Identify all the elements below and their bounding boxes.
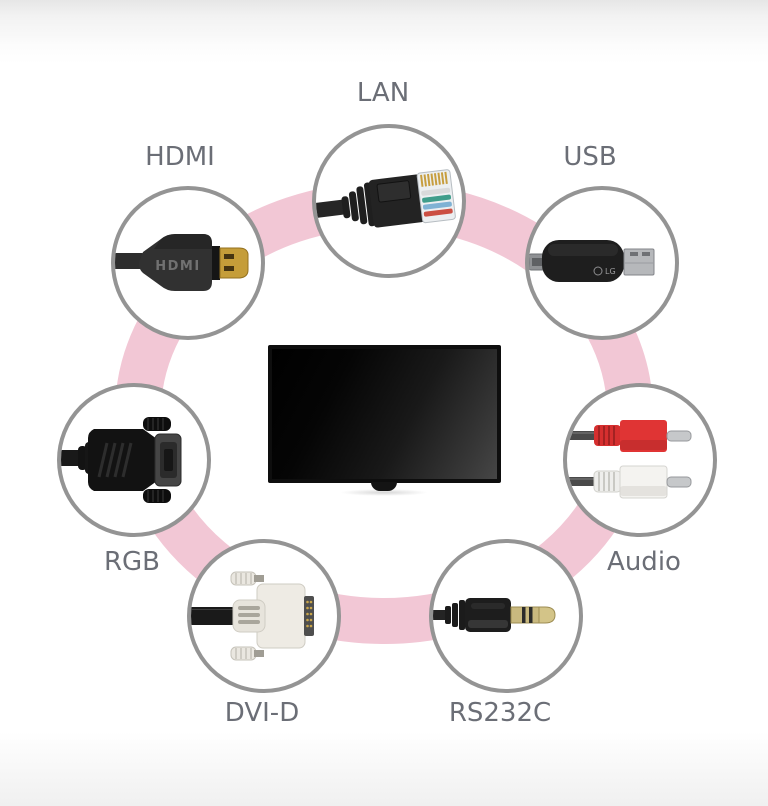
audio-rca-connector-icon	[567, 420, 692, 499]
label-rs232c: RS232C	[448, 698, 552, 728]
node-circle-usb: LG	[525, 186, 679, 340]
node-circle-rgb	[57, 383, 211, 537]
hdmi-connector-icon: HDMI	[115, 234, 249, 291]
display-shadow	[340, 489, 428, 496]
lan-connector-icon	[316, 169, 456, 228]
node-circle-hdmi: HDMI	[111, 186, 265, 340]
dvi-connector-icon	[191, 571, 314, 661]
display-monitor	[268, 345, 501, 483]
label-usb: USB	[563, 142, 617, 172]
node-circle-rs232c	[429, 539, 583, 693]
node-circle-lan	[312, 124, 466, 278]
label-audio: Audio	[607, 547, 681, 577]
label-lan: LAN	[356, 78, 410, 108]
label-rgb: RGB	[103, 547, 161, 577]
display-stand	[371, 482, 397, 491]
rgb-vga-connector-icon	[61, 417, 182, 503]
rs232c-connector-icon	[433, 598, 556, 632]
display-screen	[272, 349, 497, 479]
usb-dongle-icon: LG	[529, 240, 655, 282]
hdmi-plug-text: HDMI	[155, 259, 200, 274]
node-circle-audio	[563, 383, 717, 537]
usb-dongle-logo-text: LG	[605, 267, 616, 276]
node-circle-dvi-d	[187, 539, 341, 693]
label-dvi-d: DVI-D	[224, 698, 300, 728]
label-hdmi: HDMI	[145, 142, 215, 172]
